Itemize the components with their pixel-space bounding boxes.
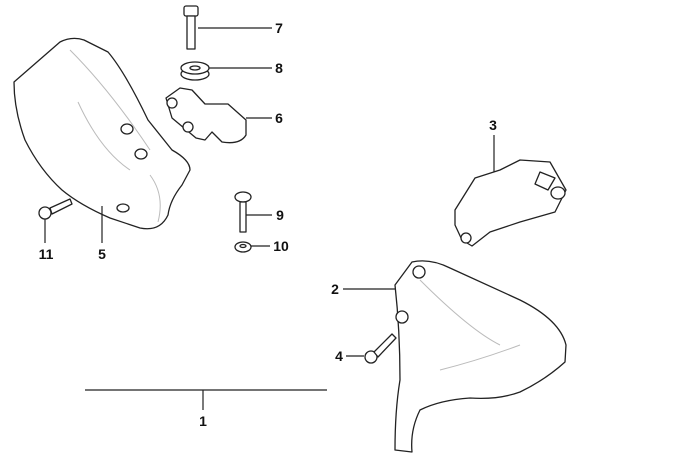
part-10-washer [234,241,252,253]
part-3-bracket [454,159,567,247]
callout-7: 7 [275,20,283,36]
part-4-screw [364,333,397,364]
part-9-screw [234,191,252,233]
part-11-screw [38,198,73,220]
part-5-hand-guard-left [13,37,191,230]
callout-4: 4 [335,348,343,364]
leader-lines [44,27,495,410]
callout-2: 2 [331,281,339,297]
callout-11: 11 [38,246,54,262]
part-7-bolt [183,5,199,50]
callout-9: 9 [276,207,284,223]
callout-10: 10 [273,238,289,254]
callout-8: 8 [275,60,283,76]
callout-6: 6 [275,110,283,126]
part-6-bracket [165,87,247,144]
callout-1: 1 [199,413,207,429]
part-8-spacer [180,61,210,81]
callout-3: 3 [489,117,497,133]
part-2-hand-guard-right [394,260,567,453]
callout-5: 5 [98,246,106,262]
